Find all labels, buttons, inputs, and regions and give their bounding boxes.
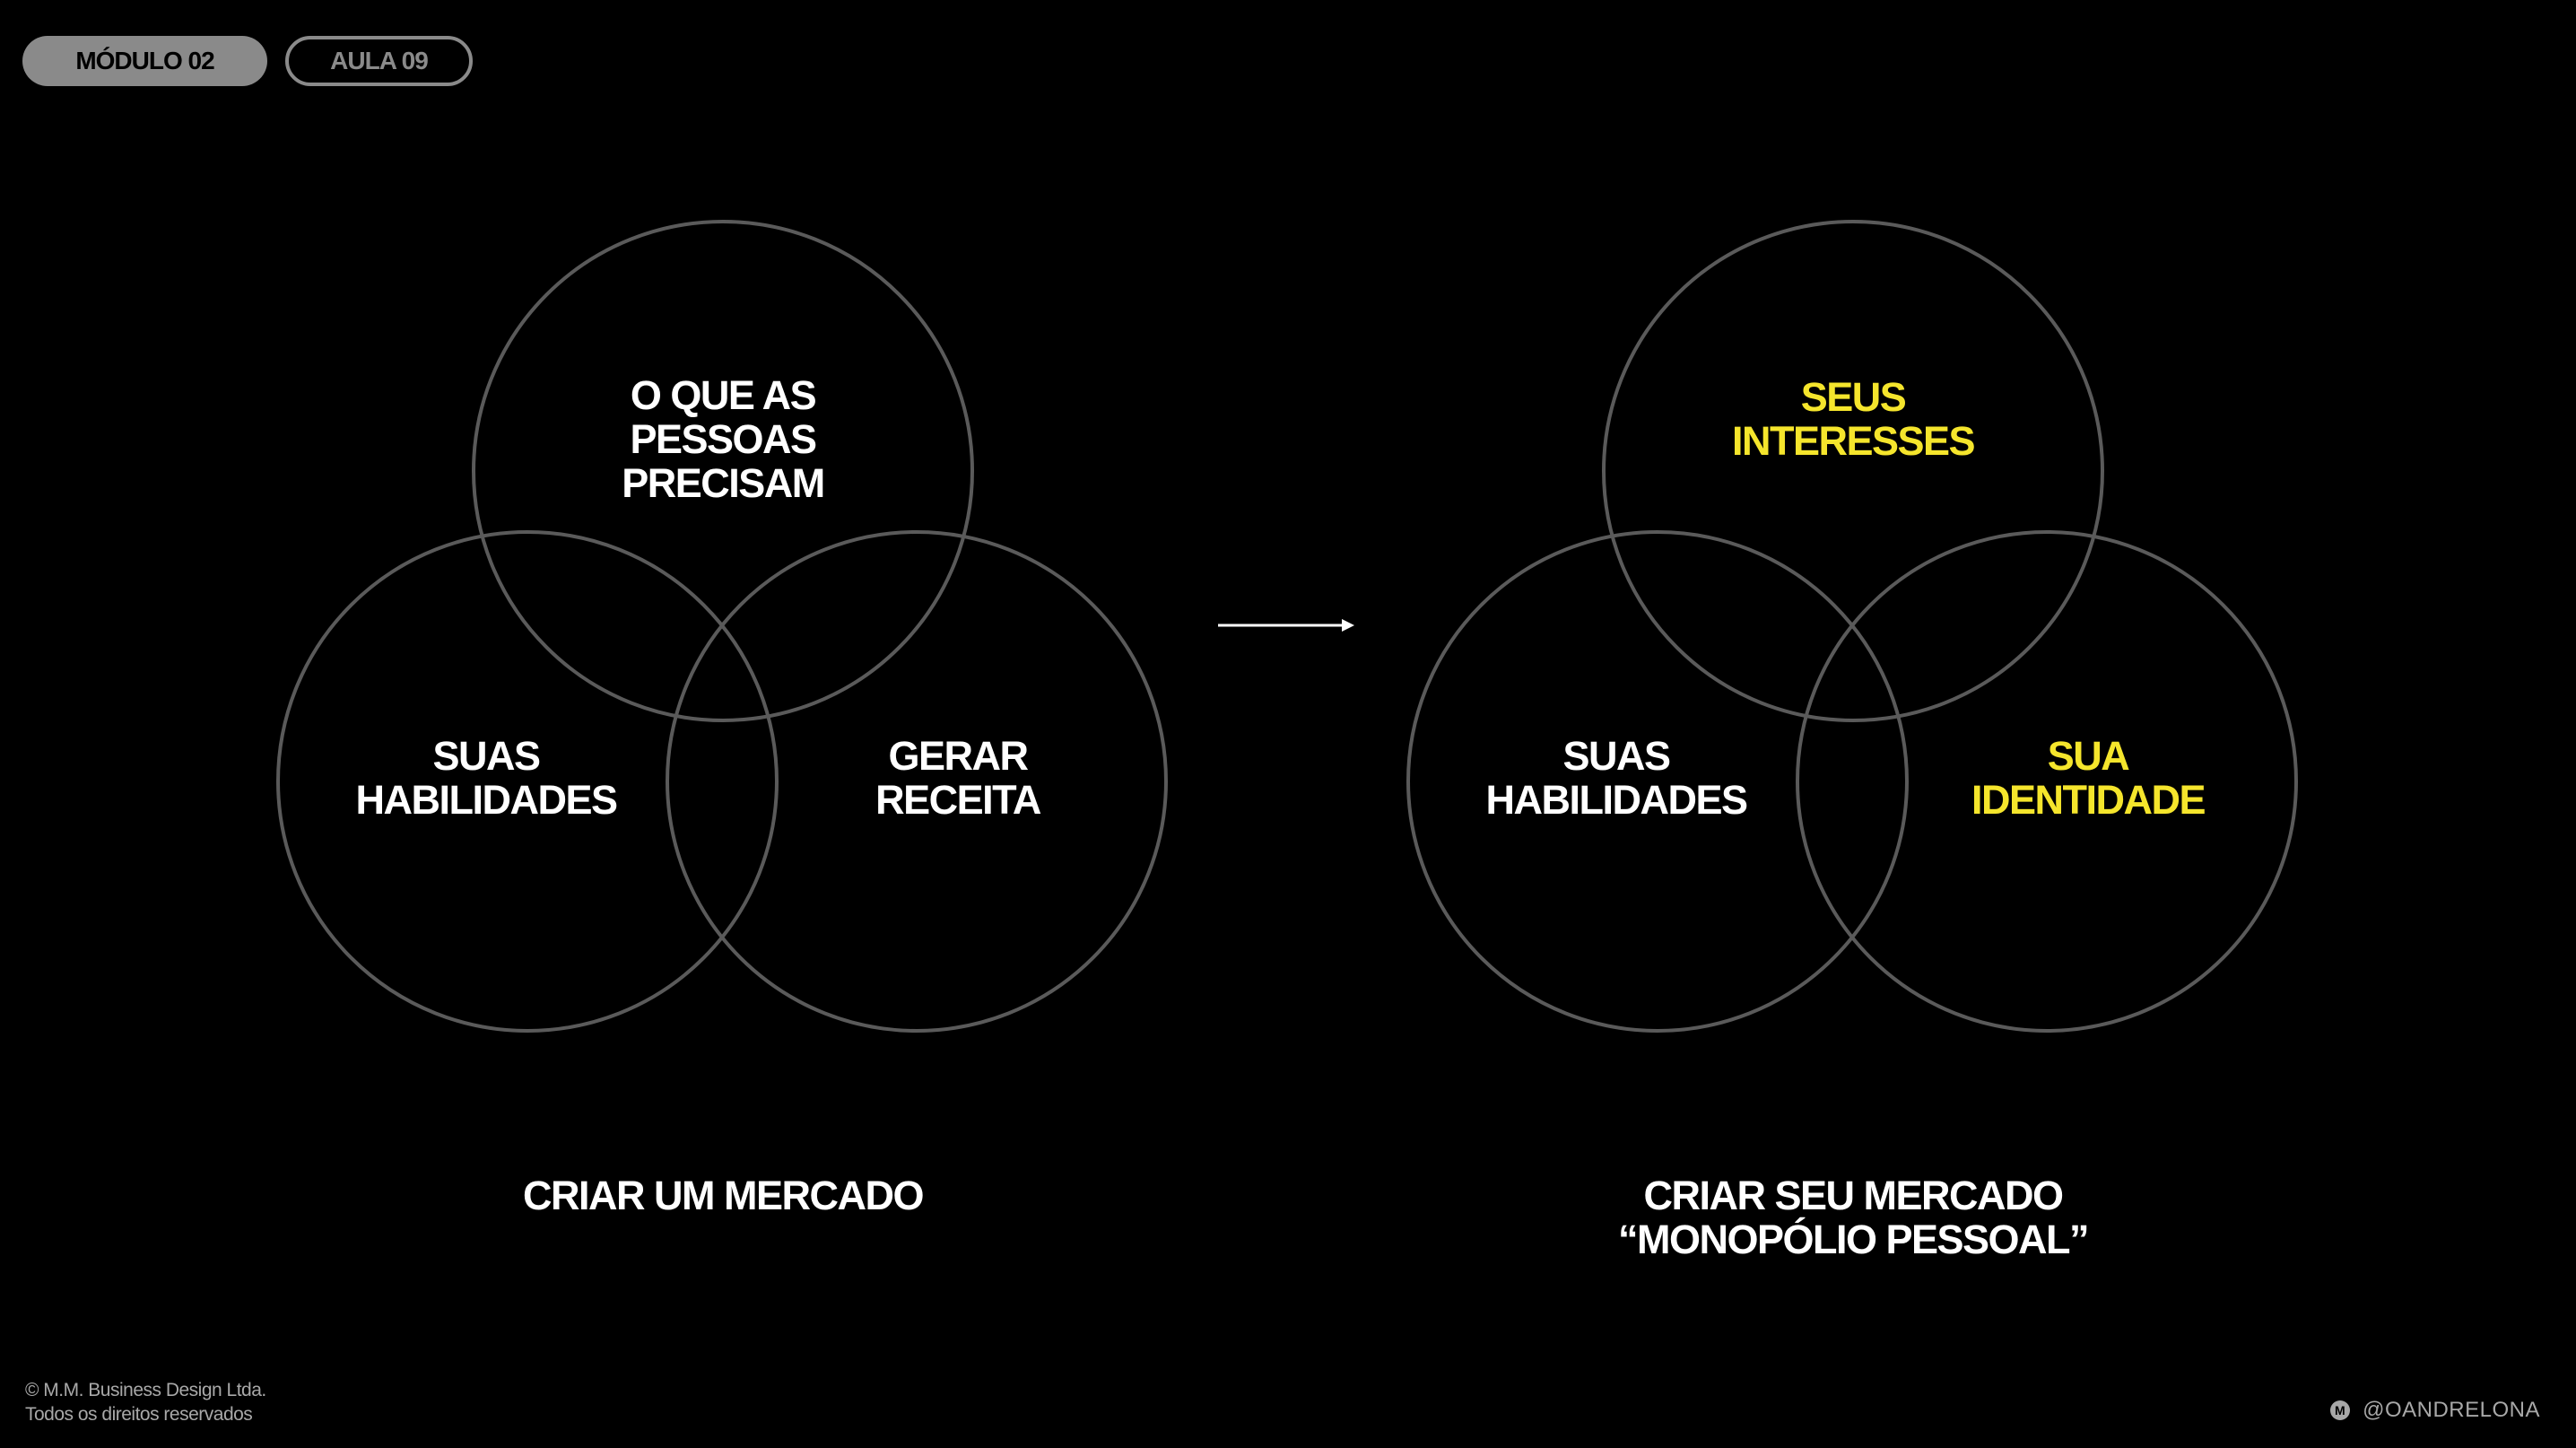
right-venn-circle-right <box>1796 530 2298 1033</box>
brand-logo-icon: M <box>2330 1400 2351 1420</box>
left-venn-circle-top <box>472 220 974 722</box>
copyright-notice: © M.M. Business Design Ltda. Todos os di… <box>25 1380 266 1425</box>
left-venn-label-right: GERAR RECEITA <box>875 733 1041 823</box>
handle-text: @OANDRELONA <box>2363 1398 2540 1422</box>
left-venn-circle-left <box>276 530 779 1033</box>
left-venn-circle-right <box>666 530 1168 1033</box>
right-venn-label-right: SUA IDENTIDADE <box>1971 733 2206 823</box>
author-handle: M @OANDRELONA <box>2330 1398 2540 1423</box>
right-venn <box>1406 220 2298 1033</box>
transition-arrow <box>1218 619 1354 632</box>
right-venn-caption: CRIAR SEU MERCADO “MONOPÓLIO PESSOAL” <box>1617 1173 2090 1262</box>
left-venn <box>276 220 1168 1033</box>
right-venn-circle-left <box>1406 530 1909 1033</box>
left-venn-label-left: SUAS HABILIDADES <box>355 733 618 823</box>
right-venn-circle-top <box>1602 220 2104 722</box>
right-venn-label-top: SEUS INTERESSES <box>1731 374 1976 464</box>
left-venn-label-top: O QUE AS PESSOAS PRECISAM <box>622 372 825 506</box>
module-badge: MÓDULO 02 <box>22 36 267 86</box>
lesson-badge: AULA 09 <box>285 36 473 86</box>
right-venn-label-left: SUAS HABILIDADES <box>1485 733 1748 823</box>
left-venn-caption: CRIAR UM MERCADO <box>523 1173 924 1218</box>
